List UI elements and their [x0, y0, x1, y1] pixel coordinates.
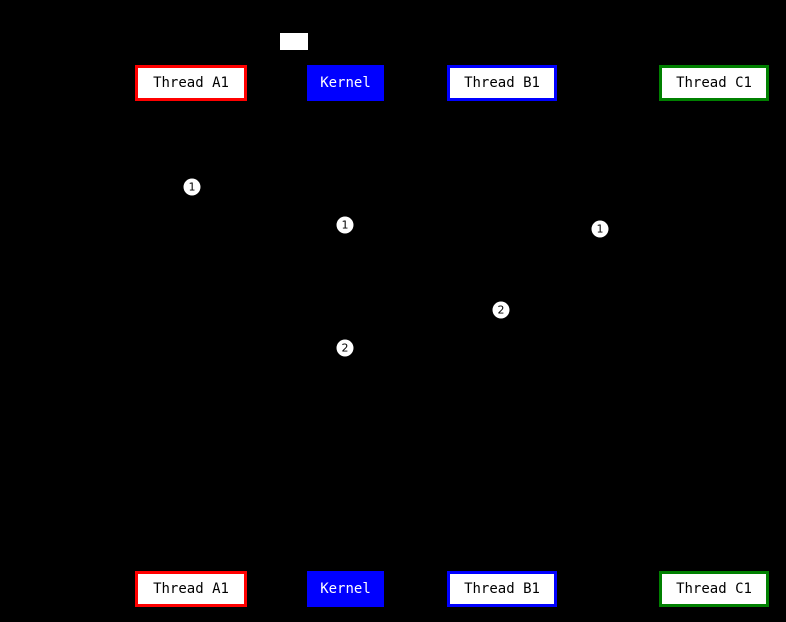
- step-marker: 1: [591, 220, 609, 238]
- step-marker: 2: [492, 301, 510, 319]
- lifeline-label-thread-a1: Thread A1: [153, 581, 229, 597]
- step-marker-label: 2: [341, 341, 349, 355]
- lifeline-box-thread-c1-bottom: Thread C1: [659, 571, 769, 607]
- step-marker-label: 1: [596, 222, 604, 236]
- lifeline-box-thread-c1-top: Thread C1: [659, 65, 769, 101]
- lifeline-label-thread-c1: Thread C1: [676, 581, 752, 597]
- step-marker: 1: [183, 178, 201, 196]
- step-marker-label: 1: [341, 218, 349, 232]
- lifeline-box-thread-a1-bottom: Thread A1: [135, 571, 247, 607]
- step-marker: 2: [336, 339, 354, 357]
- lifeline-box-thread-a1-top: Thread A1: [135, 65, 247, 101]
- lifeline-label-kernel: Kernel: [320, 75, 371, 91]
- activation-bar: [280, 33, 308, 50]
- step-marker: 1: [336, 216, 354, 234]
- lifeline-box-kernel-top: Kernel: [307, 65, 384, 101]
- lifeline-box-thread-b1-top: Thread B1: [447, 65, 557, 101]
- lifeline-label-thread-b1: Thread B1: [464, 581, 540, 597]
- lifeline-box-kernel-bottom: Kernel: [307, 571, 384, 607]
- lifeline-label-thread-b1: Thread B1: [464, 75, 540, 91]
- lifeline-label-thread-c1: Thread C1: [676, 75, 752, 91]
- step-marker-label: 2: [497, 303, 505, 317]
- lifeline-label-kernel: Kernel: [320, 581, 371, 597]
- lifeline-box-thread-b1-bottom: Thread B1: [447, 571, 557, 607]
- lifeline-label-thread-a1: Thread A1: [153, 75, 229, 91]
- step-marker-label: 1: [188, 180, 196, 194]
